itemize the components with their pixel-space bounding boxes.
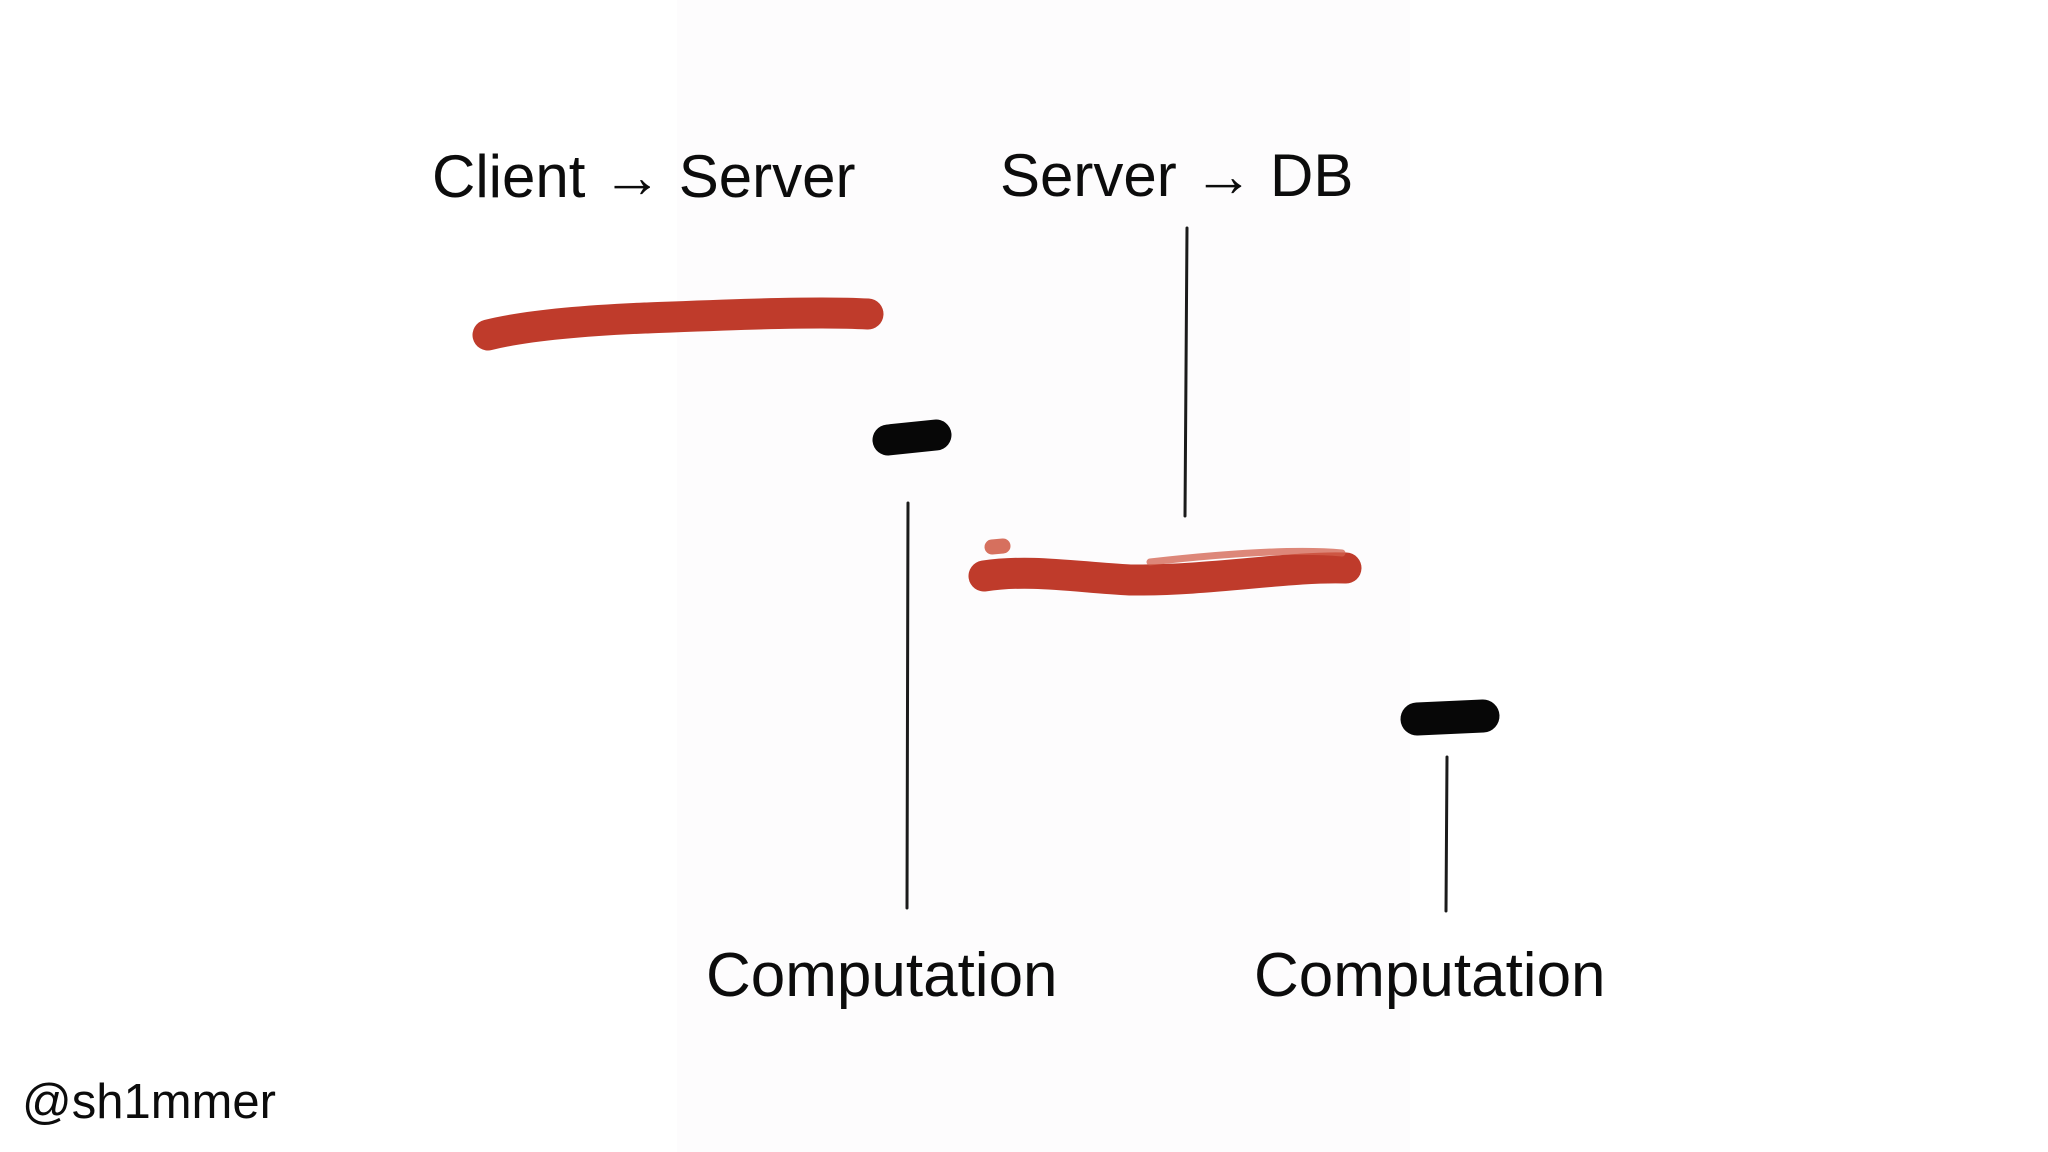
label-computation-left: Computation	[706, 941, 1058, 1010]
title-client-server: Client → Server	[432, 143, 856, 210]
watermark-handle: @sh1mmer	[22, 1075, 276, 1129]
server-db-latency-stroke	[968, 552, 1362, 596]
db-computation-dash	[1400, 699, 1500, 736]
server-computation-dash	[872, 419, 952, 456]
computation-left-pointer-line	[905, 501, 910, 910]
computation-right-pointer-line	[1444, 755, 1449, 913]
marker-overdraw-highlight	[984, 538, 1011, 555]
label-computation-right: Computation	[1254, 941, 1606, 1010]
title-server-db: Server → DB	[1000, 142, 1354, 209]
marker-edge-highlight	[1146, 547, 1346, 566]
client-server-latency-stroke	[472, 297, 884, 351]
server-db-pointer-line	[1183, 226, 1189, 518]
